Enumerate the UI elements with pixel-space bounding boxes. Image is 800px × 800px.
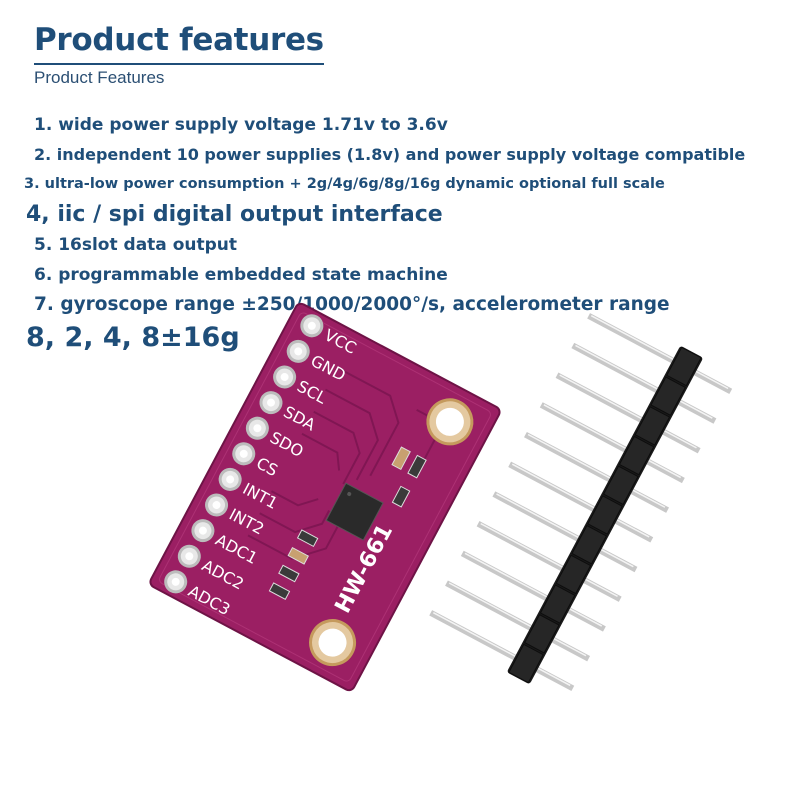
pin-header [429,313,733,692]
page-subtitle: Product Features [34,68,165,87]
header-pin [571,342,717,424]
feature-item-4: 4, iic / spi digital output interface [26,202,443,227]
header-pin-highlight [575,344,713,419]
header-segment [634,406,671,446]
header-pin-highlight [543,404,682,479]
pin-hole-cs [239,449,248,458]
pcb-substrate [149,302,501,692]
header-segment [666,346,702,387]
feature-item-1: 1. wide power supply voltage 1.71v to 3.… [34,115,448,135]
header-segment [618,435,655,476]
header-pin-highlight [448,582,587,657]
pin-hole-gnd [294,347,303,356]
header-segment [650,376,686,417]
pin-hole-sdo [253,424,262,433]
feature-item-6: 6. programmable embedded state machine [34,265,448,285]
header-pin-highlight [511,463,650,538]
header-pin-highlight [496,493,634,568]
pin-hole-scl [280,372,289,381]
header-segment [508,643,544,684]
pin-hole-int1 [226,475,235,484]
page-title: Product features [34,22,324,58]
header-pin-highlight [590,315,729,390]
header-pin [508,461,654,543]
header-pin-highlight [432,612,571,687]
pcb-edge-highlight [159,312,491,682]
header-segment [539,584,576,624]
feature-item-2: 2. independent 10 power supplies (1.8v) … [34,145,746,164]
header-pin [445,580,591,662]
header-segment [587,495,623,535]
pin-hole-sda [266,398,275,407]
header-segment [571,524,608,565]
feature-item-5: 5. 16slot data output [34,235,237,255]
title-underline [34,63,324,65]
header-pin-highlight [464,552,603,627]
feature-item-8: 8, 2, 4, 8±16g [26,322,240,353]
header-pin [587,313,733,395]
header-pin [476,521,622,602]
header-pin-highlight [559,374,697,449]
header-segment [524,613,560,654]
pin-hole-vcc [307,321,316,330]
header-pin [492,491,638,573]
pin-hole-adc1 [198,526,207,535]
header-segment [555,554,592,595]
header-pin [524,431,669,513]
header-pin [429,610,575,692]
pin-hole-adc2 [185,552,194,561]
smd-components [268,446,427,601]
pin-hole-int2 [212,501,221,510]
mounting-hole-top [426,398,474,446]
header-segment [602,465,639,506]
header-pin-highlight [527,433,666,508]
mounting-hole-bottom [309,619,357,667]
sensor-chip [325,482,384,541]
feature-item-3: 3. ultra-low power consumption + 2g/4g/6… [24,176,665,192]
header-pin [539,402,685,484]
header-pin [460,550,606,632]
pin-hole-adc3 [171,577,180,586]
feature-item-7: 7. gyroscope range ±250/1000/2000°/s, ac… [34,294,670,315]
header-pin [555,372,701,454]
header-pin-highlight [480,522,618,598]
